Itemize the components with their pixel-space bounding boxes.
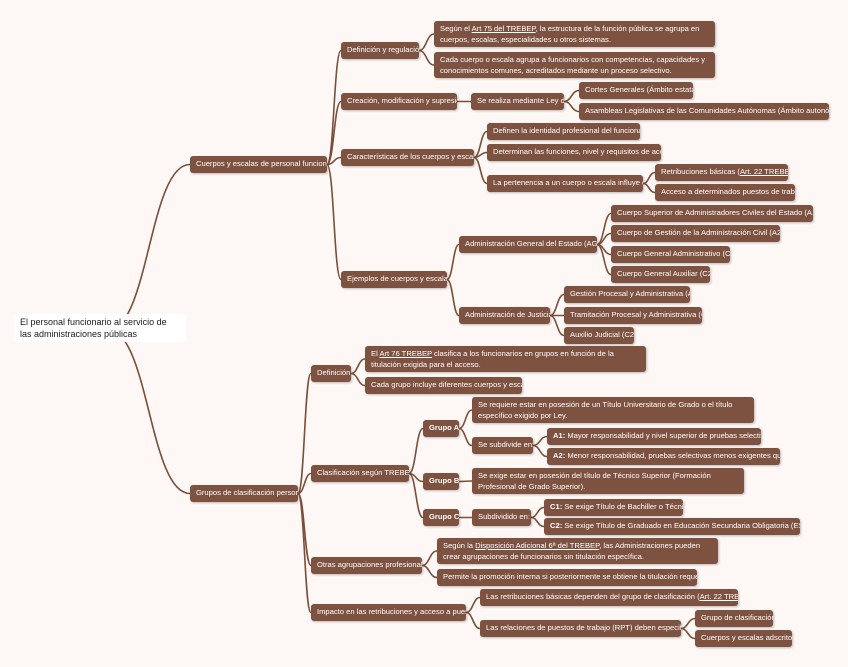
topic-pertenencia-influye[interactable]: La pertenencia a un cuerpo o escala infl… <box>487 175 643 192</box>
connector-n1d-n1d2 <box>446 278 460 317</box>
leaf-promocion-interna[interactable]: Permite la promoción interna si posterio… <box>437 569 697 586</box>
topic-caracteristicas[interactable]: Características de los cuerpos y escalas <box>341 149 474 166</box>
topic-subdivide-a[interactable]: Se subdivide en: <box>472 437 533 454</box>
topic-grupo-c[interactable]: Grupo C <box>423 509 459 526</box>
leaf-cortes-generales[interactable]: Cortes Generales (Ámbito estatal). <box>579 82 693 99</box>
topic-administracion-justicia[interactable]: Administración de Justicia: <box>459 307 550 324</box>
connector-n2d2-n2d2a <box>680 617 696 630</box>
topic-rpt-especificar[interactable]: Las relaciones de puestos de trabajo (RP… <box>480 620 681 637</box>
connector-n2b-n2bC <box>408 472 424 519</box>
connector-n2bA2-n2bA2a <box>532 435 548 447</box>
connector-n1-n1a <box>326 49 342 166</box>
connector-n2bA-n2bA2 <box>458 427 473 447</box>
leaf-tramitacion-procesal[interactable]: Tramitación Procesal y Administrativa (C… <box>564 307 702 324</box>
connector-n2c-n2c2 <box>421 564 438 579</box>
connector-n1d-n1d1 <box>446 243 460 281</box>
connector-n2-n2a <box>297 372 312 495</box>
connector-n2bA2-n2bA2b <box>532 444 548 458</box>
connector-n1d1-n1d1d <box>596 243 612 276</box>
note-cada-cuerpo[interactable]: Cada cuerpo o escala agrupa a funcionari… <box>434 52 715 78</box>
connector-n1b1-n1b1b <box>563 100 580 113</box>
topic-otras-agrupaciones[interactable]: Otras agrupaciones profesionales <box>311 557 422 574</box>
leaf-cada-grupo[interactable]: Cada grupo incluye diferentes cuerpos y … <box>365 377 522 394</box>
topic-impacto-retribuciones[interactable]: Impacto en las retribuciones y acceso a … <box>311 604 466 621</box>
connector-n2-n2d <box>297 492 312 614</box>
connector-n1b1-n1b1a <box>563 89 580 103</box>
leaf-gestion-procesal[interactable]: Gestión Procesal y Administrativa (A2). <box>564 286 690 303</box>
connector-n1c-n1c3 <box>473 156 488 185</box>
link-art76[interactable]: Art 76 TREBEP <box>379 349 432 358</box>
connector-n1a-n1a1 <box>418 33 435 52</box>
leaf-funciones-nivel[interactable]: Determinan las funciones, nivel y requis… <box>487 144 661 161</box>
connector-n1c3-n1c3b <box>642 182 656 194</box>
connector-n2bA-n2bA1 <box>458 409 473 430</box>
leaf-asambleas-legislativas[interactable]: Asambleas Legislativas de las Comunidade… <box>579 103 829 120</box>
leaf-cuerpo-general-auxiliar[interactable]: Cuerpo General Auxiliar (C2). <box>611 266 710 283</box>
link-art22[interactable]: Art. 22 TREBEP <box>739 167 788 176</box>
connector-n2a-n2a1 <box>350 358 366 375</box>
note-disposicion-adicional[interactable]: Según la Disposición Adicional 6ª del TR… <box>437 538 718 564</box>
note-art75[interactable]: Según el Art 75 del TREBEP, la estructur… <box>434 21 715 47</box>
connector-n2bB-n2bB1 <box>458 480 473 483</box>
topic-definicion-grupos[interactable]: Definición <box>311 365 351 382</box>
topic-definicion-regulacion[interactable]: Definición y regulación <box>341 42 419 59</box>
leaf-a2[interactable]: A2: Menor responsabilidad, pruebas selec… <box>547 448 780 465</box>
leaf-cuerpo-general-admin[interactable]: Cuerpo General Administrativo (C1). <box>611 246 730 263</box>
note-art76[interactable]: El Art 76 TREBEP clasifica a los funcion… <box>365 346 646 372</box>
connector-n2bC1-n2bC1b <box>530 516 545 528</box>
link-disposicion-adicional[interactable]: Disposición Adicional 6ª del TREBEP <box>475 541 600 550</box>
connector-n2d-n2d2 <box>465 611 481 630</box>
connector-n1c-n1c2 <box>473 151 488 159</box>
connector-n2c-n2c1 <box>421 550 438 567</box>
connector-n1d2-n1d2a <box>549 293 565 317</box>
leaf-cuerpo-superior[interactable]: Cuerpo Superior de Administradores Civil… <box>611 205 813 222</box>
topic-grupo-a[interactable]: Grupo A <box>423 420 459 437</box>
connector-root-n1 <box>107 163 191 331</box>
connector-root-n2 <box>107 329 191 495</box>
connector-n1c-n1c1 <box>473 130 488 159</box>
leaf-grupo-clasificacion[interactable]: Grupo de clasificación. <box>695 610 773 627</box>
connector-n1-n1b <box>326 100 342 166</box>
leaf-c2[interactable]: C2: Se exige Título de Graduado en Educa… <box>544 518 800 535</box>
connector-n2d2-n2d2b <box>680 627 696 640</box>
topic-grupo-b[interactable]: Grupo B <box>423 473 459 490</box>
topic-subdividido-c[interactable]: Subdividido en: <box>472 509 531 526</box>
note-grupo-b-titulo[interactable]: Se exige estar en posesión del título de… <box>472 468 744 494</box>
leaf-c1[interactable]: C1: Se exige Título de Bachiller o Técni… <box>544 499 683 516</box>
topic-cuerpos-escalas[interactable]: Cuerpos y escalas de personal funcionari… <box>190 156 327 173</box>
connector-n1a-n1a2 <box>418 49 435 66</box>
connector-n1-n1c <box>326 156 342 166</box>
topic-creacion-modificacion[interactable]: Creación, modificación y supresión <box>341 93 457 110</box>
connector-n2b-n2bA <box>408 427 424 475</box>
connector-n2d-n2d1 <box>465 596 481 614</box>
leaf-a1[interactable]: A1: Mayor responsabilidad y nivel superi… <box>547 428 761 445</box>
topic-se-realiza-ley[interactable]: Se realiza mediante Ley de: <box>471 93 564 110</box>
leaf-cuerpos-adscritos[interactable]: Cuerpos y escalas adscritos. <box>695 630 792 647</box>
leaf-auxilio-judicial[interactable]: Auxilio Judicial (C2). <box>564 327 634 344</box>
root-topic: El personal funcionario al servicio de l… <box>14 314 186 342</box>
connector-n2bC1-n2bC1a <box>530 506 545 519</box>
topic-ejemplos[interactable]: Ejemplos de cuerpos y escalas <box>341 271 447 288</box>
leaf-acceso-puestos[interactable]: Acceso a determinados puestos de trabajo… <box>655 184 795 201</box>
connector-n1-n1d <box>326 163 342 281</box>
leaf-identidad-profesional[interactable]: Definen la identidad profesional del fun… <box>487 123 640 140</box>
link-art22-b[interactable]: Art. 22 TREBEP <box>699 592 738 601</box>
topic-grupos-clasificacion[interactable]: Grupos de clasificación personal <box>190 485 298 502</box>
leaf-retribuciones-basicas[interactable]: Retribuciones básicas (Art. 22 TREBEP). <box>655 164 788 181</box>
topic-clasificacion-trebep[interactable]: Clasificación según TREBEP <box>311 465 409 482</box>
connector-n1c3-n1c3a <box>642 171 656 185</box>
leaf-retribuciones-grupo[interactable]: Las retribuciones básicas dependen del g… <box>480 589 738 606</box>
link-art75[interactable]: Art 75 del TREBEP <box>471 24 536 33</box>
note-grupo-a-titulo[interactable]: Se requiere estar en posesión de un Títu… <box>472 397 754 423</box>
connector-n2a-n2a2 <box>350 372 366 387</box>
connector-n2-n2b <box>297 472 312 495</box>
topic-age[interactable]: Administración General del Estado (AGE): <box>459 236 597 253</box>
connector-n1d2-n1d2c <box>549 314 565 337</box>
leaf-cuerpo-gestion[interactable]: Cuerpo de Gestión de la Administración C… <box>611 225 780 242</box>
